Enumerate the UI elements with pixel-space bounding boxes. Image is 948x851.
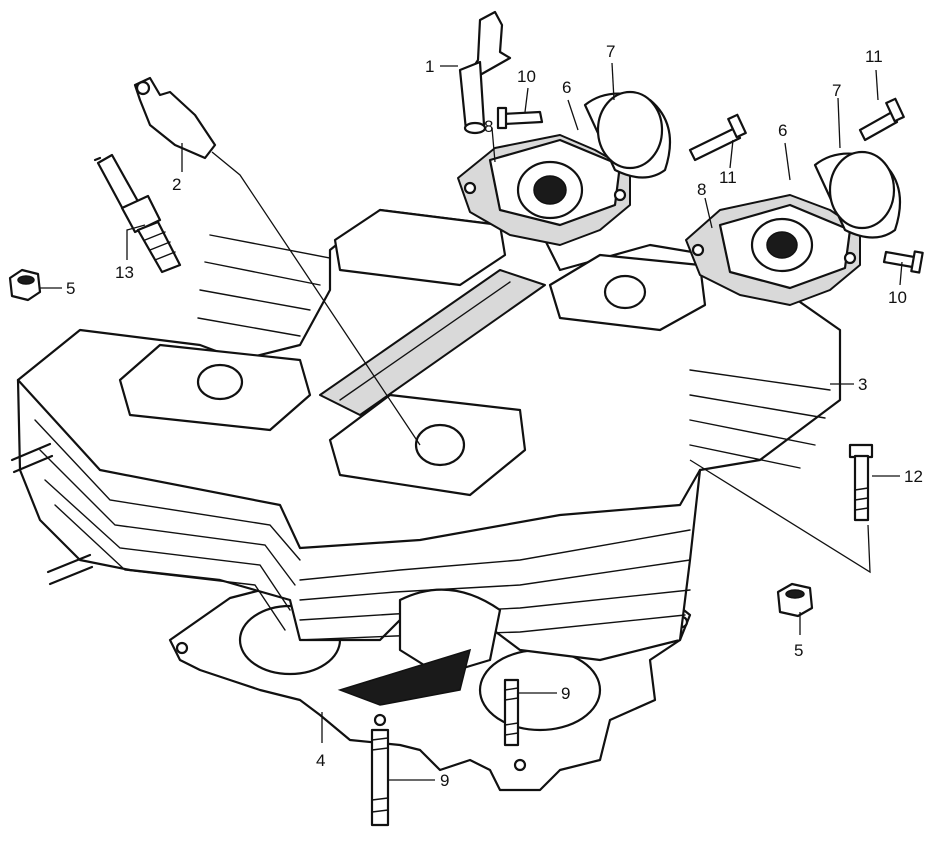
callout-6-left: 6 <box>562 78 571 97</box>
part-11-screw-left <box>688 113 747 162</box>
callout-7-left: 7 <box>606 42 615 61</box>
callout-12: 12 <box>904 467 923 486</box>
intake-assembly-left <box>457 90 672 246</box>
callout-8-right: 8 <box>697 180 706 199</box>
part-10-screw-top <box>496 106 544 130</box>
callout-10-right: 10 <box>888 288 907 307</box>
part-1-pin <box>458 10 512 135</box>
callout-6-right: 6 <box>778 121 787 140</box>
part-2-sensor <box>133 76 217 160</box>
part-13-spark-plug <box>93 153 182 274</box>
callout-1: 1 <box>425 57 434 76</box>
callout-10-top: 10 <box>517 67 536 86</box>
callout-13: 13 <box>115 263 134 282</box>
callout-labels: 1 2 3 4 5 5 6 6 7 7 8 8 9 9 10 10 11 11 … <box>66 42 923 790</box>
part-5-nut-left <box>8 268 42 302</box>
part-12-bolt <box>848 443 874 522</box>
callout-3: 3 <box>858 375 867 394</box>
intake-assembly-right <box>685 150 902 306</box>
callout-2: 2 <box>172 175 181 194</box>
leader-lines <box>40 62 903 781</box>
callout-11-left: 11 <box>719 168 737 187</box>
cylinder-head <box>10 208 842 706</box>
part-9-stud-top <box>503 678 520 747</box>
part-9-stud-bottom <box>370 728 390 827</box>
callout-5-left: 5 <box>66 279 75 298</box>
part-10-screw-right <box>882 250 924 274</box>
callout-9-top: 9 <box>561 684 570 703</box>
callout-7-right: 7 <box>832 81 841 100</box>
callout-5-right: 5 <box>794 641 803 660</box>
callout-4: 4 <box>316 751 325 770</box>
callout-11-right: 11 <box>865 47 883 66</box>
callout-9-bottom: 9 <box>440 771 449 790</box>
callout-8-left: 8 <box>484 117 493 136</box>
part-5-nut-right <box>776 582 814 618</box>
part-11-screw-right <box>858 97 905 142</box>
